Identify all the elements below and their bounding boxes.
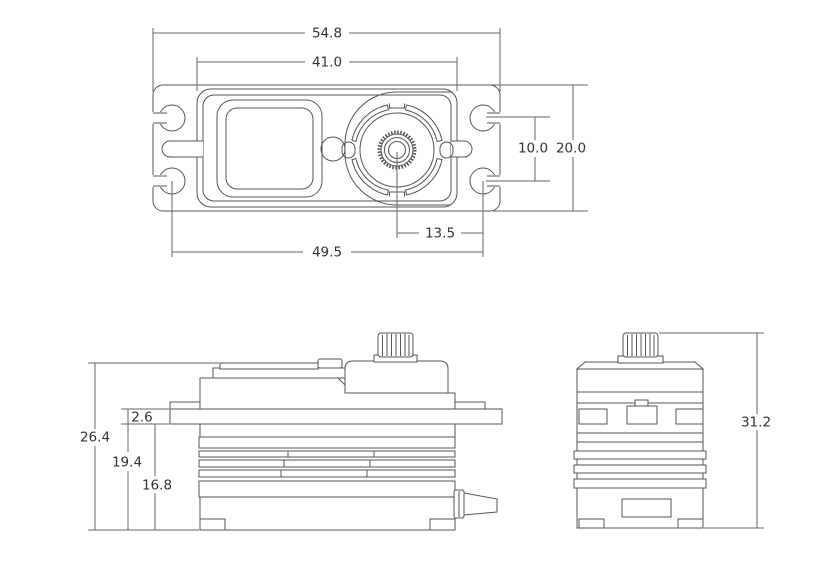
dim-side-flange-thickness: 2.6 xyxy=(121,408,169,426)
dim-top-hole-horizontal-spacing: 49.5 xyxy=(171,181,483,261)
end-foot-left xyxy=(578,518,605,529)
dim-side-flange-top-height: 19.4 xyxy=(112,409,142,530)
side-flange-rib-left xyxy=(169,401,201,410)
dim-label-overall-width: 54.8 xyxy=(312,26,342,42)
side-foot-left xyxy=(199,518,226,531)
end-label-plate xyxy=(621,498,672,518)
side-view: 26.4 2.6 19.4 16.8 xyxy=(80,332,503,531)
side-band-top xyxy=(198,436,456,449)
dim-label-body-width: 41.0 xyxy=(312,55,342,71)
mount-notch xyxy=(153,175,167,187)
side-slot-left xyxy=(161,140,203,158)
side-lid-plate xyxy=(219,362,319,370)
side-gear-cap xyxy=(344,360,449,394)
dim-label-flange-thickness: 2.6 xyxy=(131,410,152,426)
dim-label-spline-offset: 13.5 xyxy=(425,226,455,242)
end-view: 31.2 xyxy=(573,332,771,529)
wire-boot xyxy=(463,492,498,516)
retaining-ring xyxy=(341,103,454,197)
mount-notch xyxy=(153,112,167,124)
dim-label-side-overall-height: 26.4 xyxy=(80,430,110,446)
end-flange-band xyxy=(578,399,704,425)
dim-label-hole-vertical-spacing: 10.0 xyxy=(518,141,548,157)
dim-top-overall-width: 54.8 xyxy=(152,26,501,92)
end-spline-knurl xyxy=(627,334,655,356)
dim-label-end-total-height: 31.2 xyxy=(741,415,771,431)
dim-top-spline-offset: 13.5 xyxy=(396,152,484,257)
dim-label-flange-bottom-height: 16.8 xyxy=(142,478,172,494)
dim-label-overall-depth: 20.0 xyxy=(556,141,586,157)
side-mid-body xyxy=(199,423,456,438)
side-foot-right xyxy=(429,518,456,531)
side-slot-right xyxy=(451,140,473,158)
spline-teeth xyxy=(377,130,417,170)
lid-square-outer xyxy=(216,99,323,198)
dim-side-overall-height: 26.4 xyxy=(80,362,219,531)
side-flange xyxy=(169,408,503,425)
output-spline-gear xyxy=(359,112,435,188)
mount-notch xyxy=(487,175,500,187)
side-heatsink-fins xyxy=(198,450,456,478)
dim-side-flange-bottom-height: 16.8 xyxy=(142,424,172,530)
side-top-button xyxy=(317,358,343,369)
mount-hole xyxy=(158,104,186,132)
side-lower-body xyxy=(199,496,456,531)
dim-label-flange-top-height: 19.4 xyxy=(112,455,142,471)
dim-top-body-width: 41.0 xyxy=(196,55,458,91)
lid-square-inner xyxy=(225,107,314,190)
side-band-bottom xyxy=(198,480,456,498)
dim-top-hole-vertical-spacing: 10.0 xyxy=(486,116,550,182)
dim-label-hole-horizontal-spacing: 49.5 xyxy=(312,245,342,261)
end-foot-right xyxy=(677,518,704,529)
gear-boss-outline xyxy=(344,91,451,206)
mount-notch xyxy=(487,112,500,124)
side-flange-rib-right xyxy=(454,401,486,410)
end-heatsink-fins xyxy=(573,450,707,489)
dim-end-total-height: 31.2 xyxy=(659,332,771,529)
dim-top-overall-depth: 20.0 xyxy=(490,84,588,212)
side-spline-knurl xyxy=(382,334,410,356)
top-view: 54.8 41.0 10.0 20.0 13.5 49.5 xyxy=(148,26,588,261)
